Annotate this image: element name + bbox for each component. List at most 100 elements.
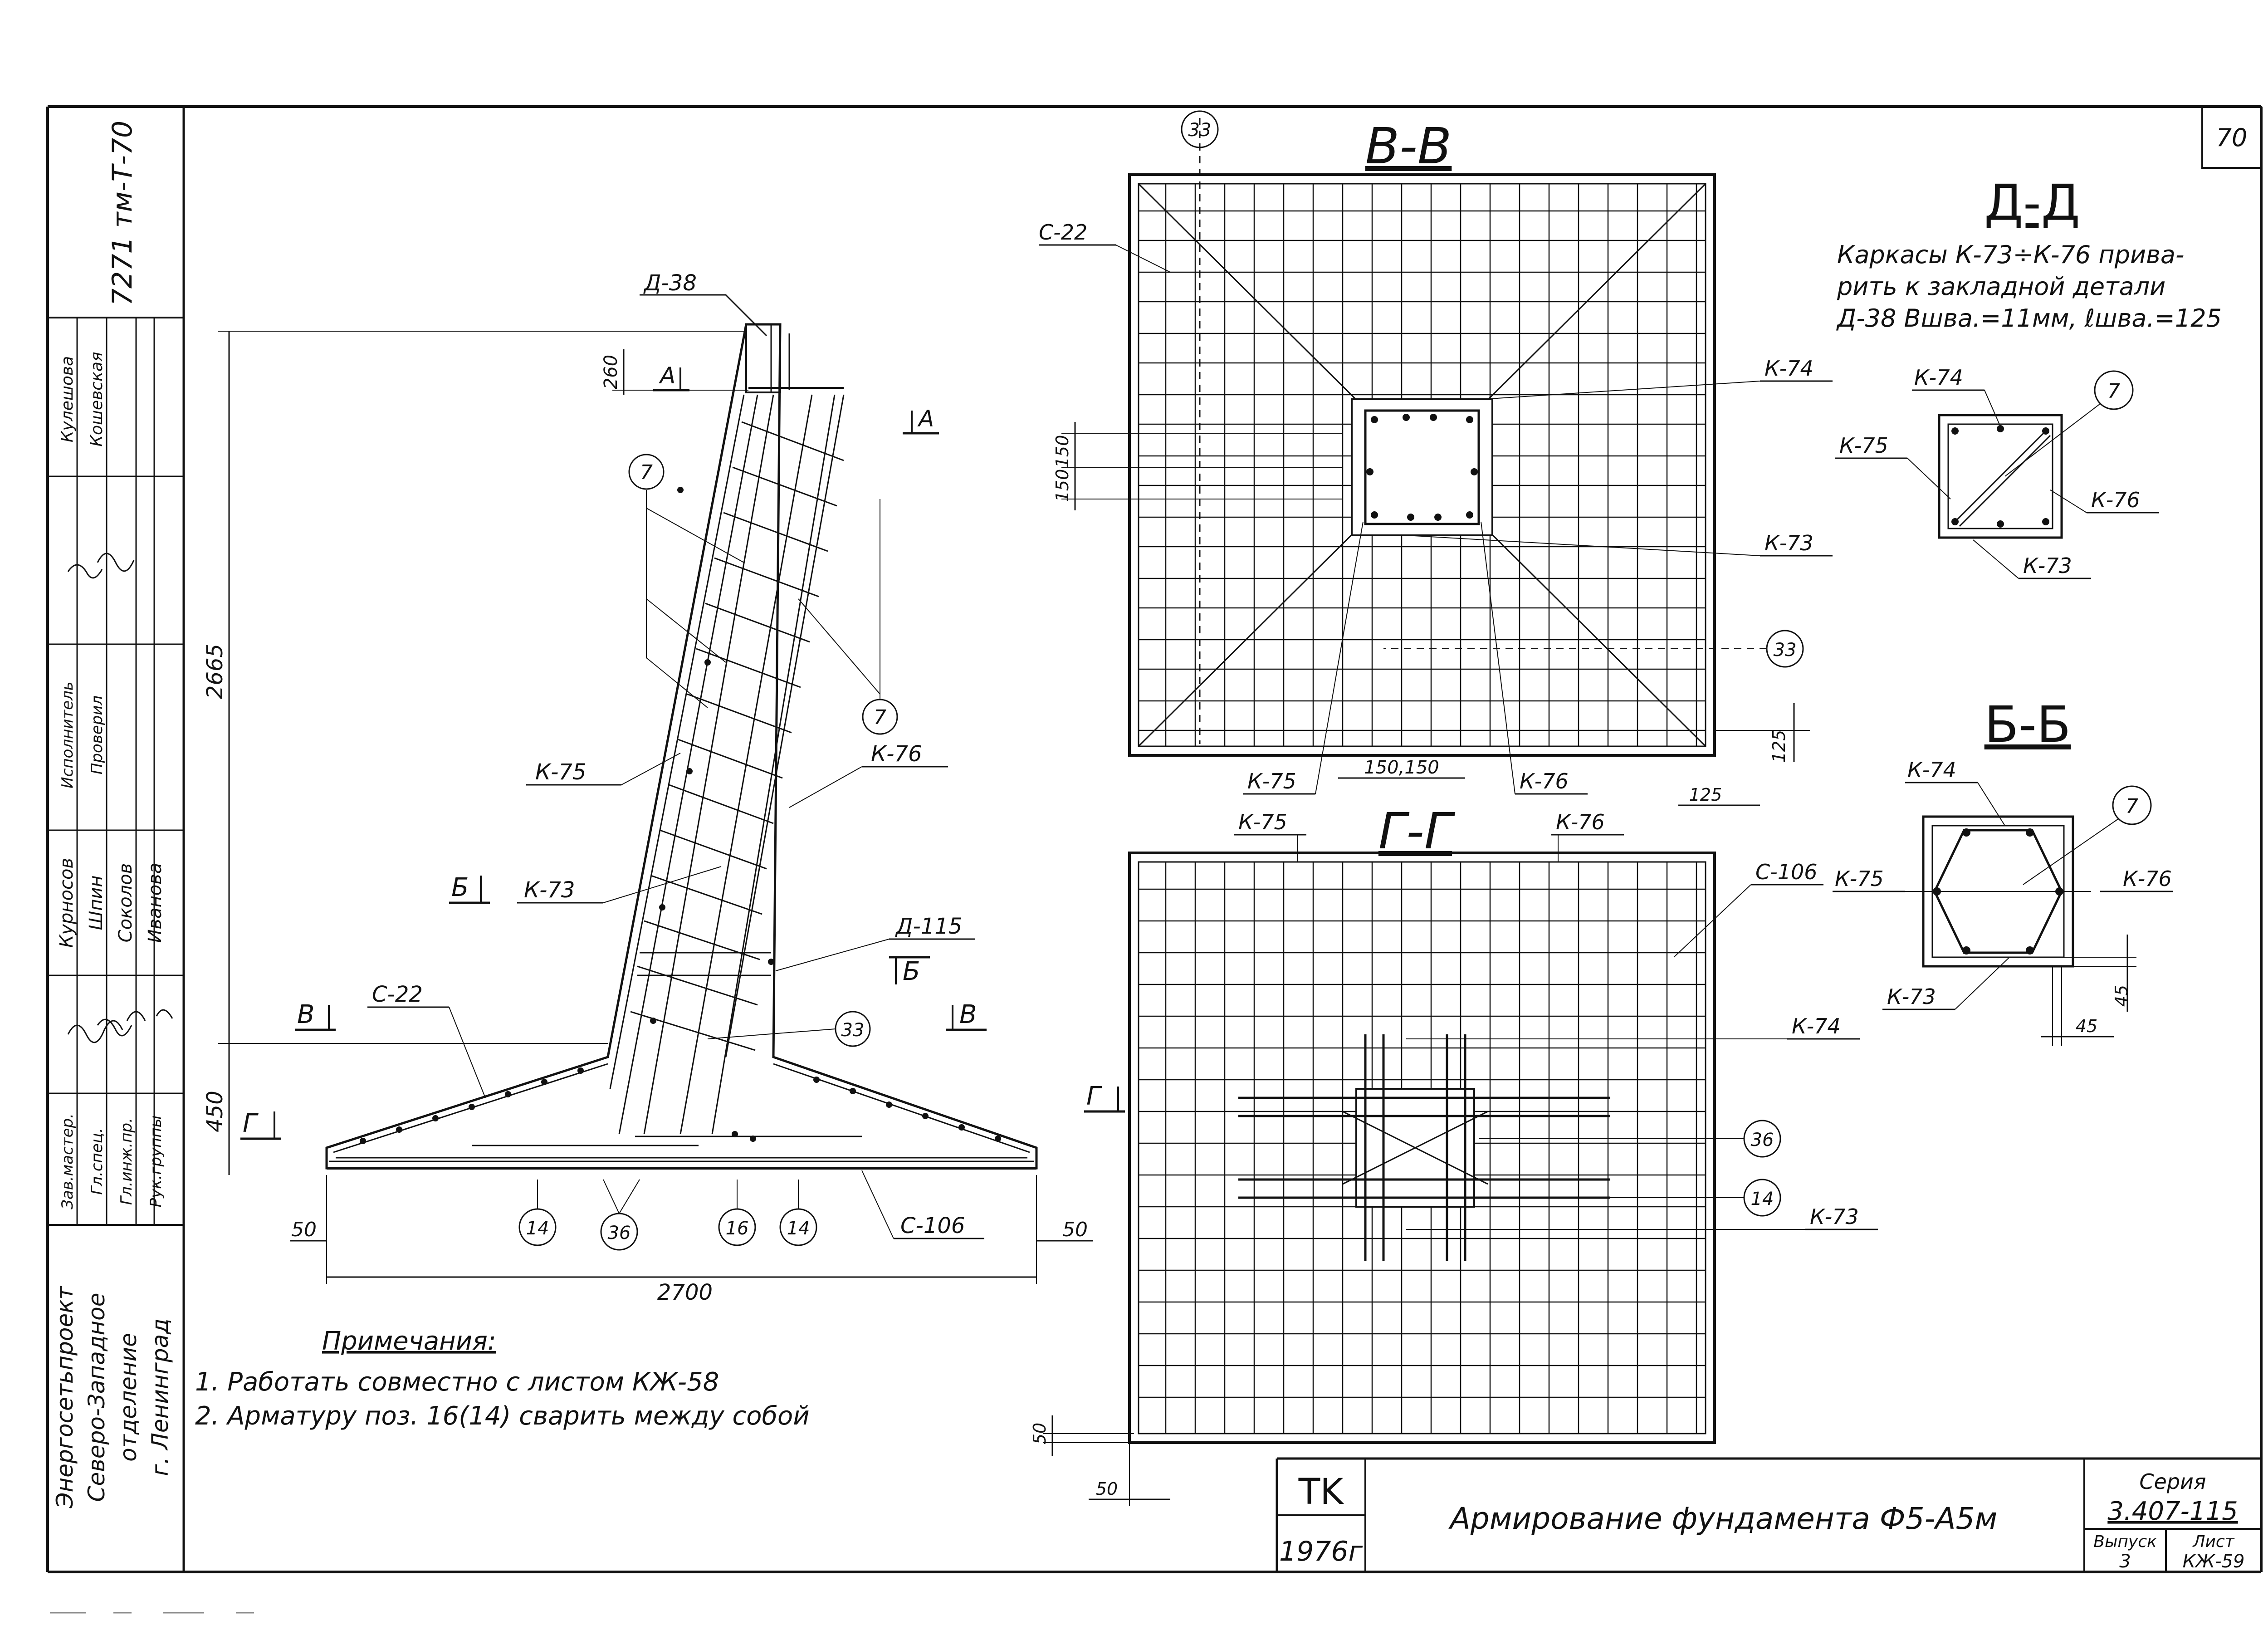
section-gg-title: Г-Г: [1378, 802, 1456, 860]
vv-dim-150-150: 150,150: [1364, 757, 1439, 778]
section-bb: Б-Б 7 К-74 К-75 К-76 К-73 45 45: [1833, 695, 2173, 1046]
dimension-450: 450: [202, 1043, 608, 1175]
dd-label-k74: К-74: [1914, 365, 1963, 390]
section-vv-title: В-В: [1365, 117, 1452, 175]
column-stirrups: [630, 421, 844, 1051]
gg-label-k73: К-73: [1810, 1204, 1859, 1229]
gg-label-k75: К-75: [1238, 810, 1287, 834]
label-c22: С-22: [372, 982, 423, 1007]
org-line-4: г. Ленинград: [147, 1318, 173, 1476]
series-label: Серия: [2139, 1469, 2206, 1494]
role-5: Исполнитель: [59, 681, 77, 788]
label-k76: К-76: [871, 741, 922, 767]
label-k73: К-73: [524, 877, 575, 903]
dimension-260: 260: [601, 349, 748, 395]
dd-label-k75: К-75: [1839, 433, 1888, 458]
dimension-2700: 2700 50 50: [290, 1175, 1093, 1305]
role-3: Гл.инж.пр.: [117, 1118, 136, 1205]
series-value: 3.407-115: [2107, 1497, 2238, 1526]
column-cages: [609, 394, 845, 1135]
vv-pos33-top: 33: [1188, 120, 1212, 141]
section-b-right: Б: [903, 957, 920, 986]
org-line-2: Северо-Западное: [83, 1293, 110, 1502]
dim-2665: 2665: [202, 644, 228, 699]
name-4: Иванова: [145, 863, 166, 943]
section-a-left: А: [659, 362, 675, 389]
role-6: Проверил: [88, 695, 106, 774]
issue-value: 3: [2119, 1551, 2131, 1572]
gg-section-marker: Г: [1086, 1082, 1102, 1111]
bb-dim-45-h: 45: [2076, 1016, 2097, 1036]
dd-label-k73: К-73: [2023, 553, 2072, 578]
section-a-right: А: [917, 406, 934, 432]
section-marker-b: Б Б: [449, 873, 930, 986]
org-line-3: отделение: [115, 1333, 142, 1462]
vv-label-k74: К-74: [1765, 356, 1813, 381]
gg-dim-50-h: 50: [1096, 1479, 1118, 1499]
role-2: Гл.спец.: [88, 1128, 106, 1194]
section-v-left: В: [297, 1000, 314, 1029]
section-marker-g: Г: [240, 1109, 281, 1140]
vv-pos33-right: 33: [1774, 640, 1797, 661]
bb-label-k73: К-73: [1887, 984, 1936, 1009]
gg-label-k74: К-74: [1792, 1014, 1841, 1038]
label-pos33: 33: [841, 1020, 865, 1041]
main-elevation: 2665 450 260 2700 50 50 Д-38: [202, 270, 1093, 1305]
note-2: 2. Арматуру поз. 16(14) сварить между со…: [195, 1401, 810, 1431]
section-marker-v: В В: [295, 1000, 987, 1031]
bb-label-k74: К-74: [1907, 758, 1956, 782]
gg-pos36: 36: [1751, 1130, 1774, 1150]
label-pos7-b: 7: [874, 706, 886, 729]
section-v-right: В: [959, 1000, 977, 1029]
dim-50-right: 50: [1062, 1218, 1088, 1241]
section-bb-title: Б-Б: [1984, 695, 2071, 754]
vv-label-k75: К-75: [1247, 769, 1296, 793]
stamp-code: TK: [1298, 1472, 1344, 1513]
name-2: Шпин: [86, 875, 107, 930]
title-stamp: TK 1976г Армирование фундамента Ф5-А5м С…: [1276, 1457, 2261, 1572]
dd-note-1: Каркасы К-73÷К-76 прива-: [1837, 240, 2184, 269]
name-3: Соколов: [115, 863, 136, 943]
bb-pos7: 7: [2126, 795, 2138, 818]
plan-grid-vv: [1139, 184, 1706, 746]
rebar-dots: [360, 487, 1001, 1144]
stamp-year: 1976г: [1279, 1536, 1363, 1567]
vv-label-k73: К-73: [1765, 531, 1813, 555]
foundation-outline: [325, 323, 1038, 1170]
section-b-left: Б: [451, 873, 469, 902]
bb-label-k75: К-75: [1835, 866, 1884, 891]
name-5: Кулешова: [58, 356, 77, 442]
dd-note-3: Д-38 Вшва.=11мм, ℓшва.=125: [1836, 304, 2222, 333]
label-d38: Д-38: [643, 270, 697, 296]
vv-label-k76: К-76: [1520, 769, 1569, 793]
dim-450: 450: [202, 1091, 228, 1132]
org-line-1: Энергосетьпроект: [52, 1286, 78, 1509]
bb-dim-45-v: 45: [2112, 985, 2131, 1007]
notes-block: Примечания: 1. Работать совместно с лист…: [195, 1327, 810, 1431]
sheet-value: КЖ-59: [2183, 1551, 2245, 1572]
margin-block: 7271 тм-Т-70 Энергосетьпроект Северо-Зап…: [48, 121, 184, 1509]
dim-50-left: 50: [291, 1218, 317, 1241]
dimension-2665: 2665: [202, 331, 744, 1043]
section-g: Г: [243, 1109, 259, 1138]
gg-label-k76: К-76: [1556, 810, 1605, 834]
label-c106: С-106: [900, 1213, 965, 1238]
label-pos14-a: 14: [526, 1218, 549, 1239]
page-number-box: 70: [2201, 106, 2262, 169]
note-1: 1. Работать совместно с листом КЖ-58: [195, 1367, 719, 1397]
label-d115: Д-115: [895, 914, 962, 939]
role-4: Рук.группы: [147, 1116, 165, 1208]
vv-dim-125-v: 125: [1769, 730, 1789, 763]
vv-dim-150-a: 150: [1052, 435, 1072, 468]
dim-260: 260: [601, 355, 621, 389]
role-1: Зав.мастер.: [59, 1113, 77, 1209]
dd-pos7: 7: [2107, 380, 2120, 403]
sheet-label: Лист: [2192, 1532, 2234, 1551]
signature-scribble: [67, 1009, 173, 1043]
name-6: Кошевская: [88, 352, 106, 446]
label-k75: К-75: [535, 759, 586, 785]
section-vv: В-В: [1039, 110, 1833, 806]
label-pos16: 16: [726, 1218, 749, 1239]
sheet-frame: [46, 105, 2263, 1573]
